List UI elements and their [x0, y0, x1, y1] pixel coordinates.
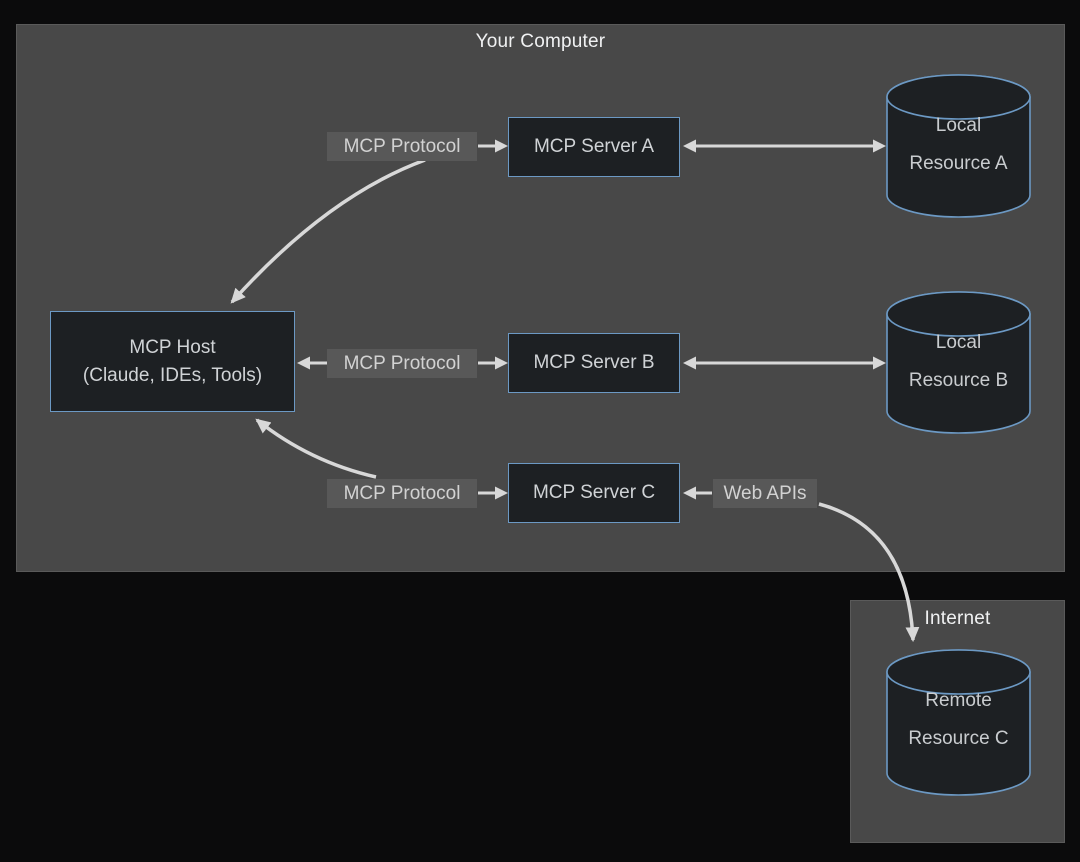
mcp-server-b-label: MCP Server B: [533, 352, 655, 374]
local-resource-a-text: Local Resource A: [887, 107, 1030, 183]
local-resource-b-text: Local Resource B: [887, 324, 1030, 400]
mcp-server-a-node: MCP Server A: [508, 117, 680, 177]
your-computer-title: Your Computer: [475, 31, 606, 52]
mcp-server-b-node: MCP Server B: [508, 333, 680, 393]
remote-resource-c-line1: Remote: [925, 690, 992, 711]
remote-resource-c-line2: Resource C: [908, 728, 1009, 749]
local-resource-b-line2: Resource B: [908, 370, 1009, 391]
edge-label-mcp-protocol-a: MCP Protocol: [327, 132, 477, 161]
mcp-host-label-line1: MCP Host: [129, 336, 216, 358]
local-resource-a-line2: Resource A: [909, 153, 1008, 174]
edge-label-mcp-protocol-c: MCP Protocol: [327, 479, 477, 508]
local-resource-a-line1: Local: [935, 115, 982, 136]
mcp-server-c-label: MCP Server C: [532, 482, 656, 504]
edge-label-web-apis: Web APIs: [713, 479, 817, 508]
mcp-server-c-node: MCP Server C: [508, 463, 680, 523]
local-resource-b-line1: Local: [935, 332, 982, 353]
remote-resource-c-text: Remote Resource C: [887, 682, 1030, 758]
mcp-host-node: MCP Host (Claude, IDEs, Tools): [50, 311, 295, 412]
mcp-host-label-line2: (Claude, IDEs, Tools): [82, 364, 263, 386]
edge-label-mcp-protocol-b: MCP Protocol: [327, 349, 477, 378]
mcp-server-a-label: MCP Server A: [533, 136, 655, 158]
internet-title: Internet: [924, 608, 991, 629]
